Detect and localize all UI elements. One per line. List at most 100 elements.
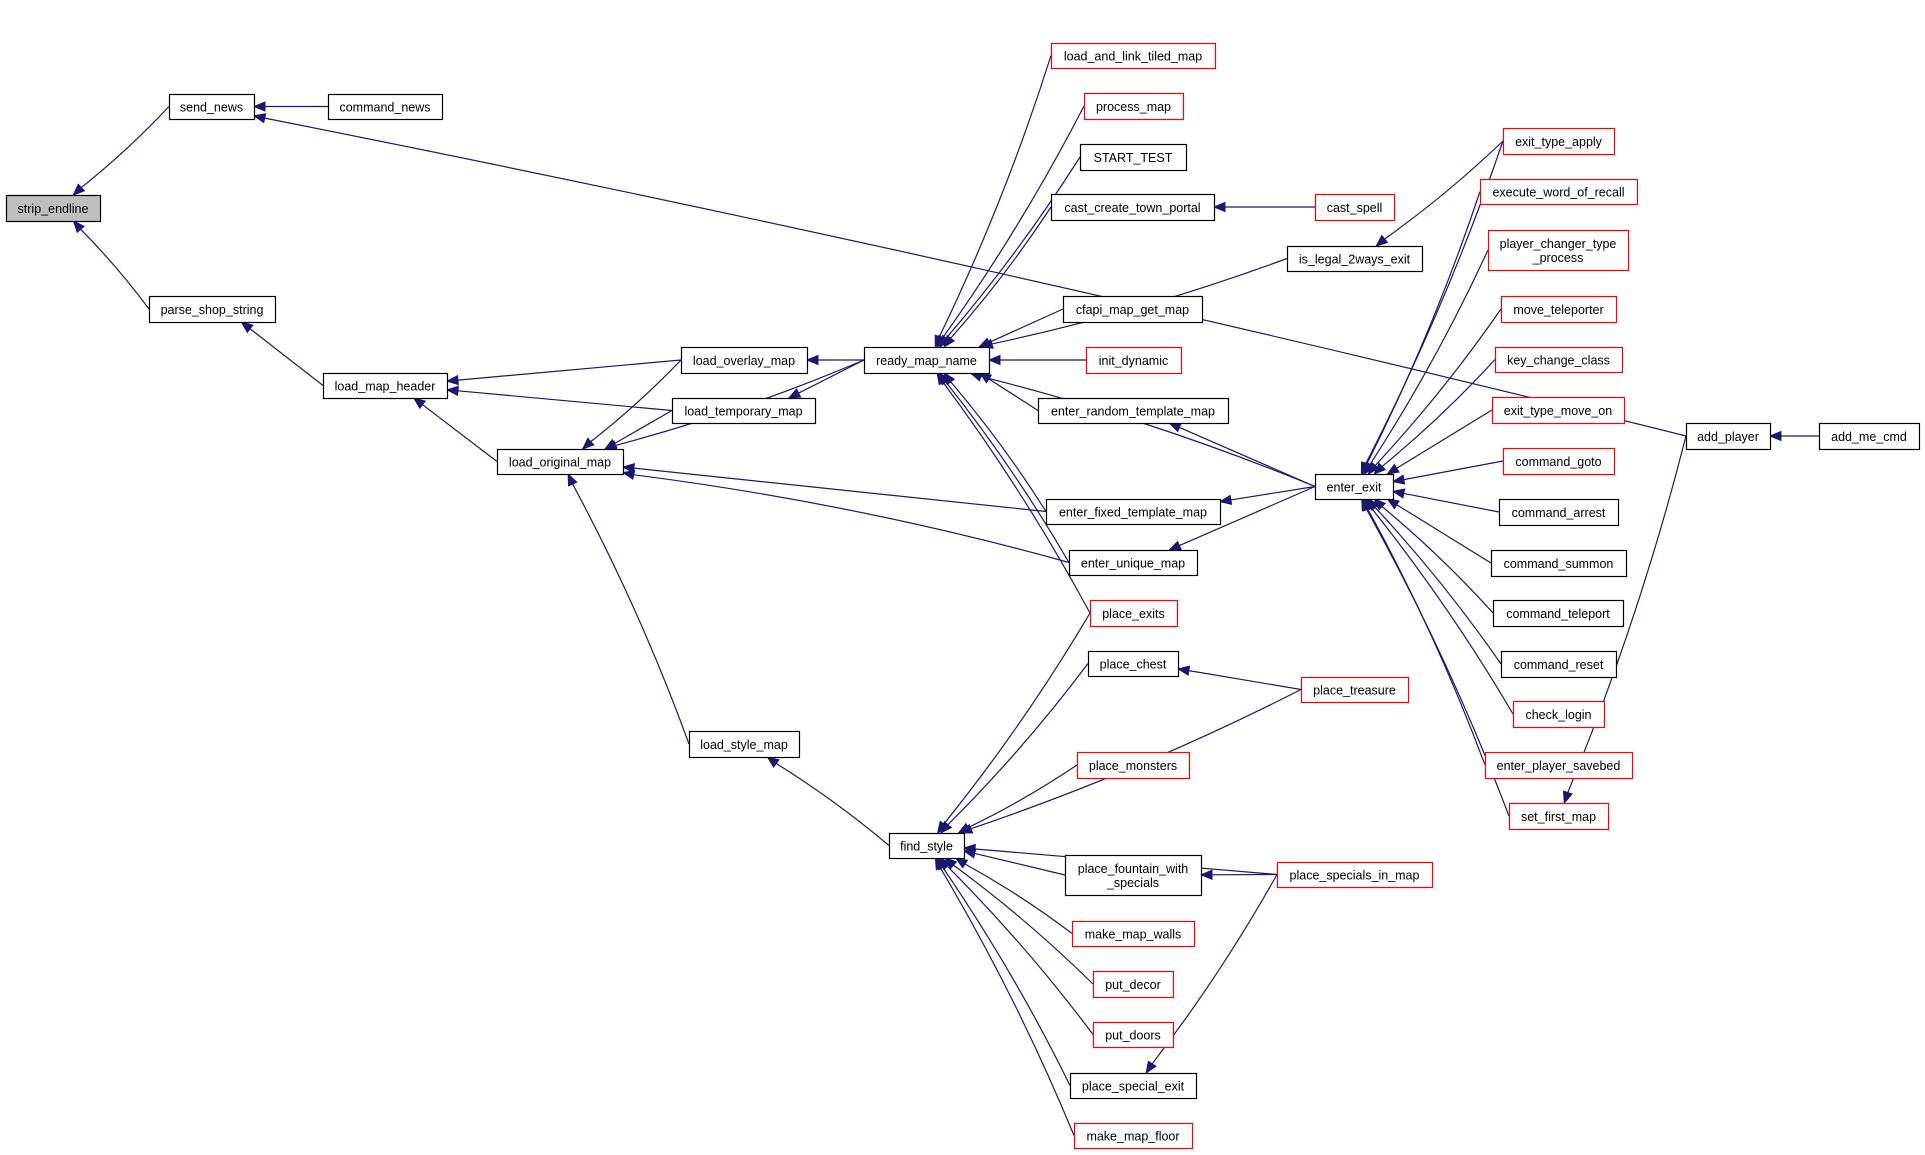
arrowhead-icon — [977, 337, 992, 348]
arrowhead-icon — [805, 354, 819, 366]
node-place-chest[interactable]: place_chest — [1087, 650, 1180, 678]
edge-enter-exit-to-enter-fixed-template-map — [1230, 485, 1316, 501]
node-cast-spell[interactable]: cast_spell — [1314, 193, 1396, 222]
edge-command-summon-to-enter-exit — [1396, 504, 1492, 564]
node-check-login[interactable]: check_login — [1512, 700, 1606, 729]
node-label: command_summon — [1504, 557, 1614, 571]
node-load-temporary-map[interactable]: load_temporary_map — [671, 397, 817, 425]
node-label: command_news — [339, 101, 430, 115]
arrowhead-icon — [621, 462, 635, 474]
node-box — [327, 93, 444, 121]
node-place-specials-in-map[interactable]: place_specials_in_map — [1276, 861, 1434, 889]
node-label: load_style_map — [700, 738, 788, 752]
node-label: enter_unique_map — [1081, 557, 1185, 571]
arrowhead-icon — [567, 472, 578, 487]
node-exit-type-apply[interactable]: exit_type_apply — [1502, 127, 1616, 156]
node-is-legal-2ways-exit[interactable]: is_legal_2ways_exit — [1286, 245, 1424, 273]
node-label: make_map_floor — [1086, 1130, 1179, 1144]
node-label: _specials — [1106, 876, 1159, 890]
edge-find-style-to-load-style-map — [775, 762, 890, 846]
node-player-changer-type-process[interactable]: player_changer_type_process — [1487, 229, 1630, 272]
node-label: execute_word_of_recall — [1492, 186, 1624, 200]
node-move-teleporter[interactable]: move_teleporter — [1500, 295, 1618, 324]
node-label: enter_random_template_map — [1051, 405, 1215, 419]
node-place-monsters[interactable]: place_monsters — [1076, 751, 1191, 780]
node-make-map-floor[interactable]: make_map_floor — [1073, 1122, 1194, 1150]
node-send-news[interactable]: send_news — [168, 93, 256, 121]
node-command-arrest[interactable]: command_arrest — [1498, 498, 1620, 527]
edge-command-arrest-to-enter-exit — [1403, 492, 1500, 513]
node-enter-random-template-map[interactable]: enter_random_template_map — [1037, 397, 1230, 425]
node-make-map-walls[interactable]: make_map_walls — [1071, 920, 1196, 948]
arrowhead-icon — [934, 856, 946, 871]
node-load-original-map[interactable]: load_original_map — [496, 448, 625, 476]
arrowhead-icon — [1386, 498, 1400, 510]
node-command-reset[interactable]: command_reset — [1500, 650, 1618, 679]
node-place-fountain-with-specials[interactable]: place_fountain_with_specials — [1064, 854, 1203, 897]
node-place-treasure[interactable]: place_treasure — [1300, 676, 1410, 704]
node-init-dynamic[interactable]: init_dynamic — [1085, 346, 1183, 375]
edge-load-and-link-tiled-map-to-ready-map-name — [938, 55, 1052, 338]
node-command-news[interactable]: command_news — [327, 93, 444, 121]
arrowhead-icon — [252, 101, 266, 112]
node-cast-create-town-portal[interactable]: cast_create_town_portal — [1050, 193, 1216, 222]
node-strip-endline[interactable]: strip_endline — [5, 194, 102, 223]
node-place-special-exit[interactable]: place_special_exit — [1069, 1072, 1198, 1100]
node-label: load_original_map — [509, 456, 611, 470]
node-label: check_login — [1525, 708, 1591, 722]
node-enter-fixed-template-map[interactable]: enter_fixed_template_map — [1045, 498, 1222, 526]
node-add-player[interactable]: add_player — [1685, 422, 1772, 451]
node-label: _process — [1532, 251, 1584, 265]
node-command-goto[interactable]: command_goto — [1502, 447, 1616, 476]
node-find-style[interactable]: find_style — [888, 832, 966, 860]
node-label: load_overlay_map — [693, 354, 795, 368]
node-put-doors[interactable]: put_doors — [1092, 1021, 1175, 1049]
node-execute-word-of-recall[interactable]: execute_word_of_recall — [1479, 178, 1639, 206]
node-enter-player-savebed[interactable]: enter_player_savebed — [1484, 751, 1634, 780]
arrowhead-icon — [1361, 497, 1372, 512]
node-put-decor[interactable]: put_decor — [1092, 970, 1175, 999]
node-box — [1073, 1122, 1194, 1150]
node-set-first-map[interactable]: set_first_map — [1508, 802, 1610, 831]
node-box — [1069, 1072, 1198, 1100]
arrowhead-icon — [445, 385, 459, 397]
node-load-style-map[interactable]: load_style_map — [688, 730, 801, 759]
node-enter-exit[interactable]: enter_exit — [1314, 473, 1395, 501]
node-key-change-class[interactable]: key_change_class — [1494, 346, 1624, 374]
node-box — [680, 346, 809, 375]
node-process-map[interactable]: process_map — [1083, 92, 1185, 121]
node-box — [1314, 193, 1396, 222]
arrowhead-icon — [1176, 665, 1191, 676]
node-box — [1037, 397, 1230, 425]
node-add-me-cmd[interactable]: add_me_cmd — [1818, 422, 1921, 451]
node-box — [1050, 193, 1216, 222]
node-cfapi-map-get-map[interactable]: cfapi_map_get_map — [1062, 295, 1204, 324]
node-box — [688, 730, 801, 759]
node-command-teleport[interactable]: command_teleport — [1492, 599, 1625, 628]
node-box — [1085, 346, 1183, 375]
node-label: init_dynamic — [1099, 354, 1168, 368]
edge-enter-exit-to-enter-random-template-map — [1179, 426, 1316, 488]
node-box — [1071, 920, 1196, 948]
node-box — [1500, 650, 1618, 679]
node-parse-shop-string[interactable]: parse_shop_string — [148, 295, 277, 324]
node-place-exits[interactable]: place_exits — [1089, 599, 1179, 628]
edge-process-map-to-ready-map-name — [942, 105, 1085, 338]
arrowhead-icon — [1562, 790, 1573, 805]
node-ready-map-name[interactable]: ready_map_name — [863, 346, 991, 375]
edge-execute-word-of-recall-to-enter-exit — [1366, 191, 1481, 465]
node-start-test[interactable]: START_TEST — [1079, 143, 1188, 172]
edge-load-temporary-map-to-load-original-map — [614, 409, 673, 445]
edge-place-fountain-with-specials-to-find-style — [974, 852, 1066, 876]
node-load-map-header[interactable]: load_map_header — [322, 372, 449, 400]
node-load-and-link-tiled-map[interactable]: load_and_link_tiled_map — [1050, 42, 1217, 70]
node-label: place_specials_in_map — [1290, 869, 1420, 883]
node-label: place_fountain_with — [1078, 862, 1189, 876]
arrowhead-icon — [1768, 430, 1782, 442]
edge-add-player-to-set-first-map — [1567, 435, 1687, 793]
node-exit-type-move-on[interactable]: exit_type_move_on — [1491, 396, 1626, 425]
node-command-summon[interactable]: command_summon — [1490, 549, 1628, 578]
node-load-overlay-map[interactable]: load_overlay_map — [680, 346, 809, 375]
node-enter-unique-map[interactable]: enter_unique_map — [1068, 549, 1199, 577]
edge-player-changer-type-process-to-enter-exit — [1369, 249, 1489, 465]
